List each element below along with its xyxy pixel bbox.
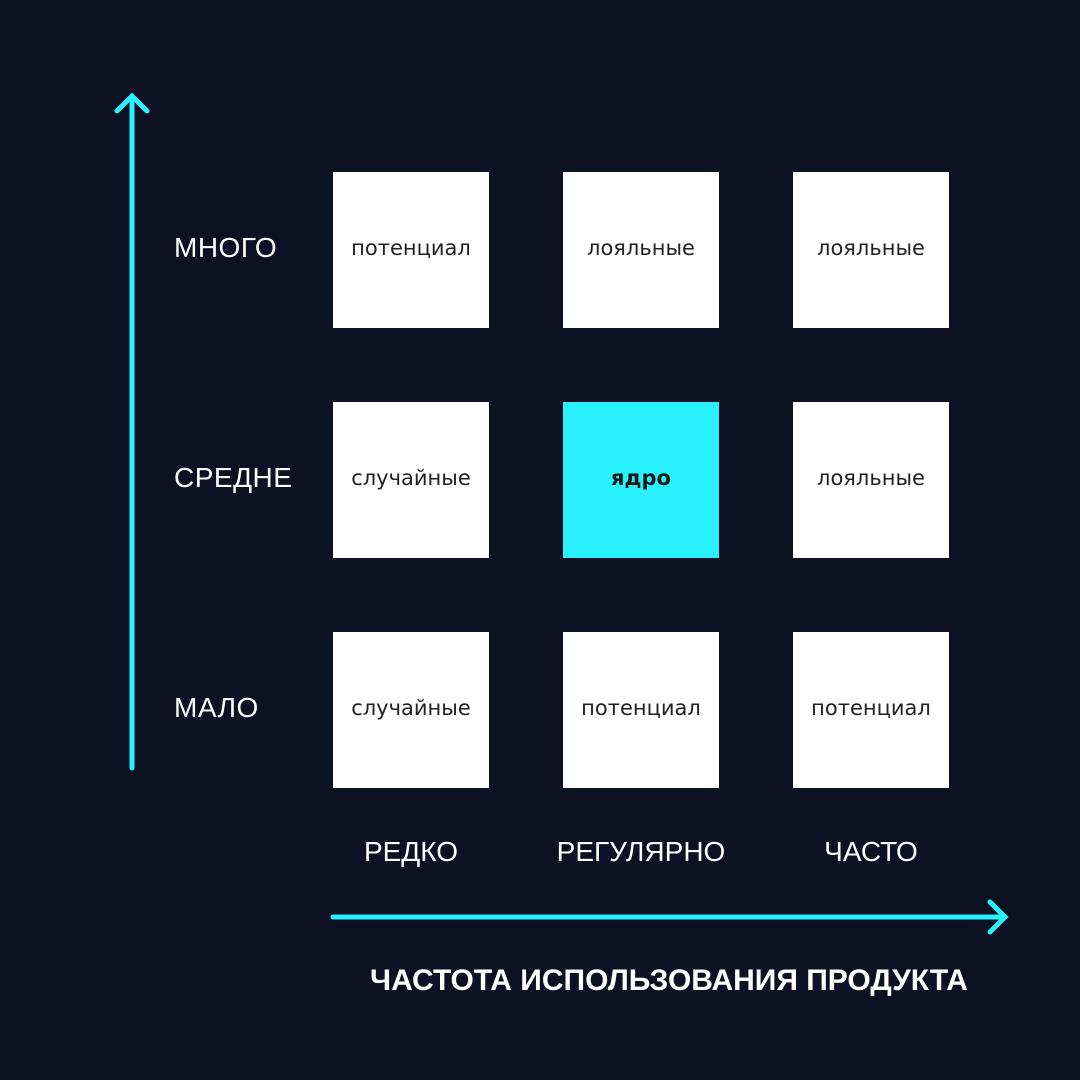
cell-many-regular: лояльные: [563, 172, 719, 328]
y-axis-arrow: [114, 92, 150, 771]
y-label-medium: СРЕДНЕ: [174, 462, 293, 493]
x-label-rare: РЕДКО: [363, 836, 459, 867]
y-label-many: МНОГО: [174, 232, 278, 263]
cell-medium-rare: случайные: [333, 402, 489, 558]
y-label-few: МАЛО: [174, 692, 259, 723]
cell-core: ядро: [563, 402, 719, 558]
x-label-often: ЧАСТО: [824, 836, 918, 867]
x-axis-arrow: [330, 899, 1009, 935]
cell-few-regular: потенциал: [563, 632, 719, 788]
x-label-regular: РЕГУЛЯРНО: [556, 836, 726, 867]
cell-few-rare: случайные: [333, 632, 489, 788]
cell-few-often: потенциал: [793, 632, 949, 788]
cell-medium-often: лояльные: [793, 402, 949, 558]
cell-many-rare: потенциал: [333, 172, 489, 328]
x-axis-title: ЧАСТОТА ИСПОЛЬЗОВАНИЯ ПРОДУКТА: [370, 964, 968, 997]
cell-many-often: лояльные: [793, 172, 949, 328]
